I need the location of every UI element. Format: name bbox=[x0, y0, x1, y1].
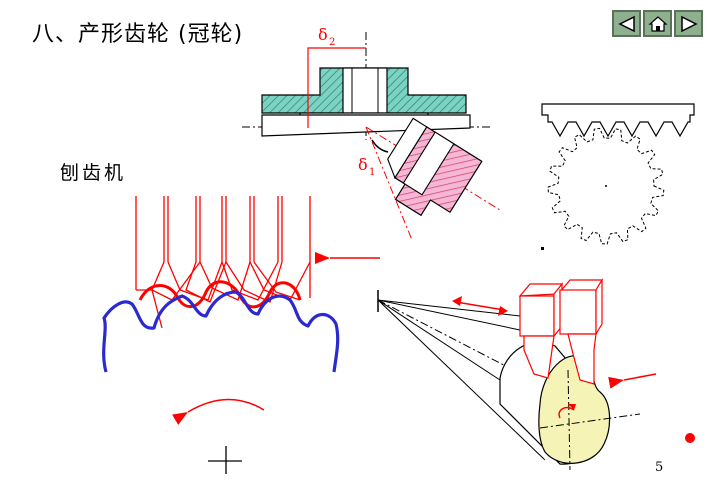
slide-nav bbox=[612, 10, 703, 37]
rotation-arrow bbox=[172, 398, 265, 425]
delta-2-label: δ bbox=[318, 25, 328, 44]
prev-slide-button[interactable] bbox=[612, 10, 641, 37]
delta-2-subscript: 2 bbox=[329, 37, 335, 48]
planer-cutters bbox=[135, 196, 311, 329]
triangle-left-icon bbox=[617, 15, 635, 32]
cone-cutting-view bbox=[377, 277, 641, 471]
page-number: 5 bbox=[655, 460, 664, 475]
center-crosshair bbox=[208, 446, 242, 474]
delta-1-label: δ bbox=[358, 155, 368, 174]
crown-gear-section: δ 2 bbox=[242, 25, 490, 140]
cone-feed-arrow bbox=[608, 373, 657, 389]
bevel-gear-section: δ 1 bbox=[358, 117, 501, 241]
next-slide-button[interactable] bbox=[674, 10, 703, 37]
home-icon bbox=[647, 15, 668, 32]
planer-gear-profile bbox=[102, 290, 340, 373]
reciprocating-arrow bbox=[452, 296, 508, 316]
triangle-right-icon bbox=[680, 15, 698, 32]
delta-1-subscript: 1 bbox=[369, 167, 375, 178]
rack-and-gear bbox=[541, 103, 695, 250]
red-dot bbox=[685, 433, 695, 443]
slide-title: 八、产形齿轮 (冠轮) bbox=[32, 22, 244, 47]
planer-label: 刨齿机 bbox=[60, 162, 127, 184]
home-button[interactable] bbox=[643, 10, 672, 37]
